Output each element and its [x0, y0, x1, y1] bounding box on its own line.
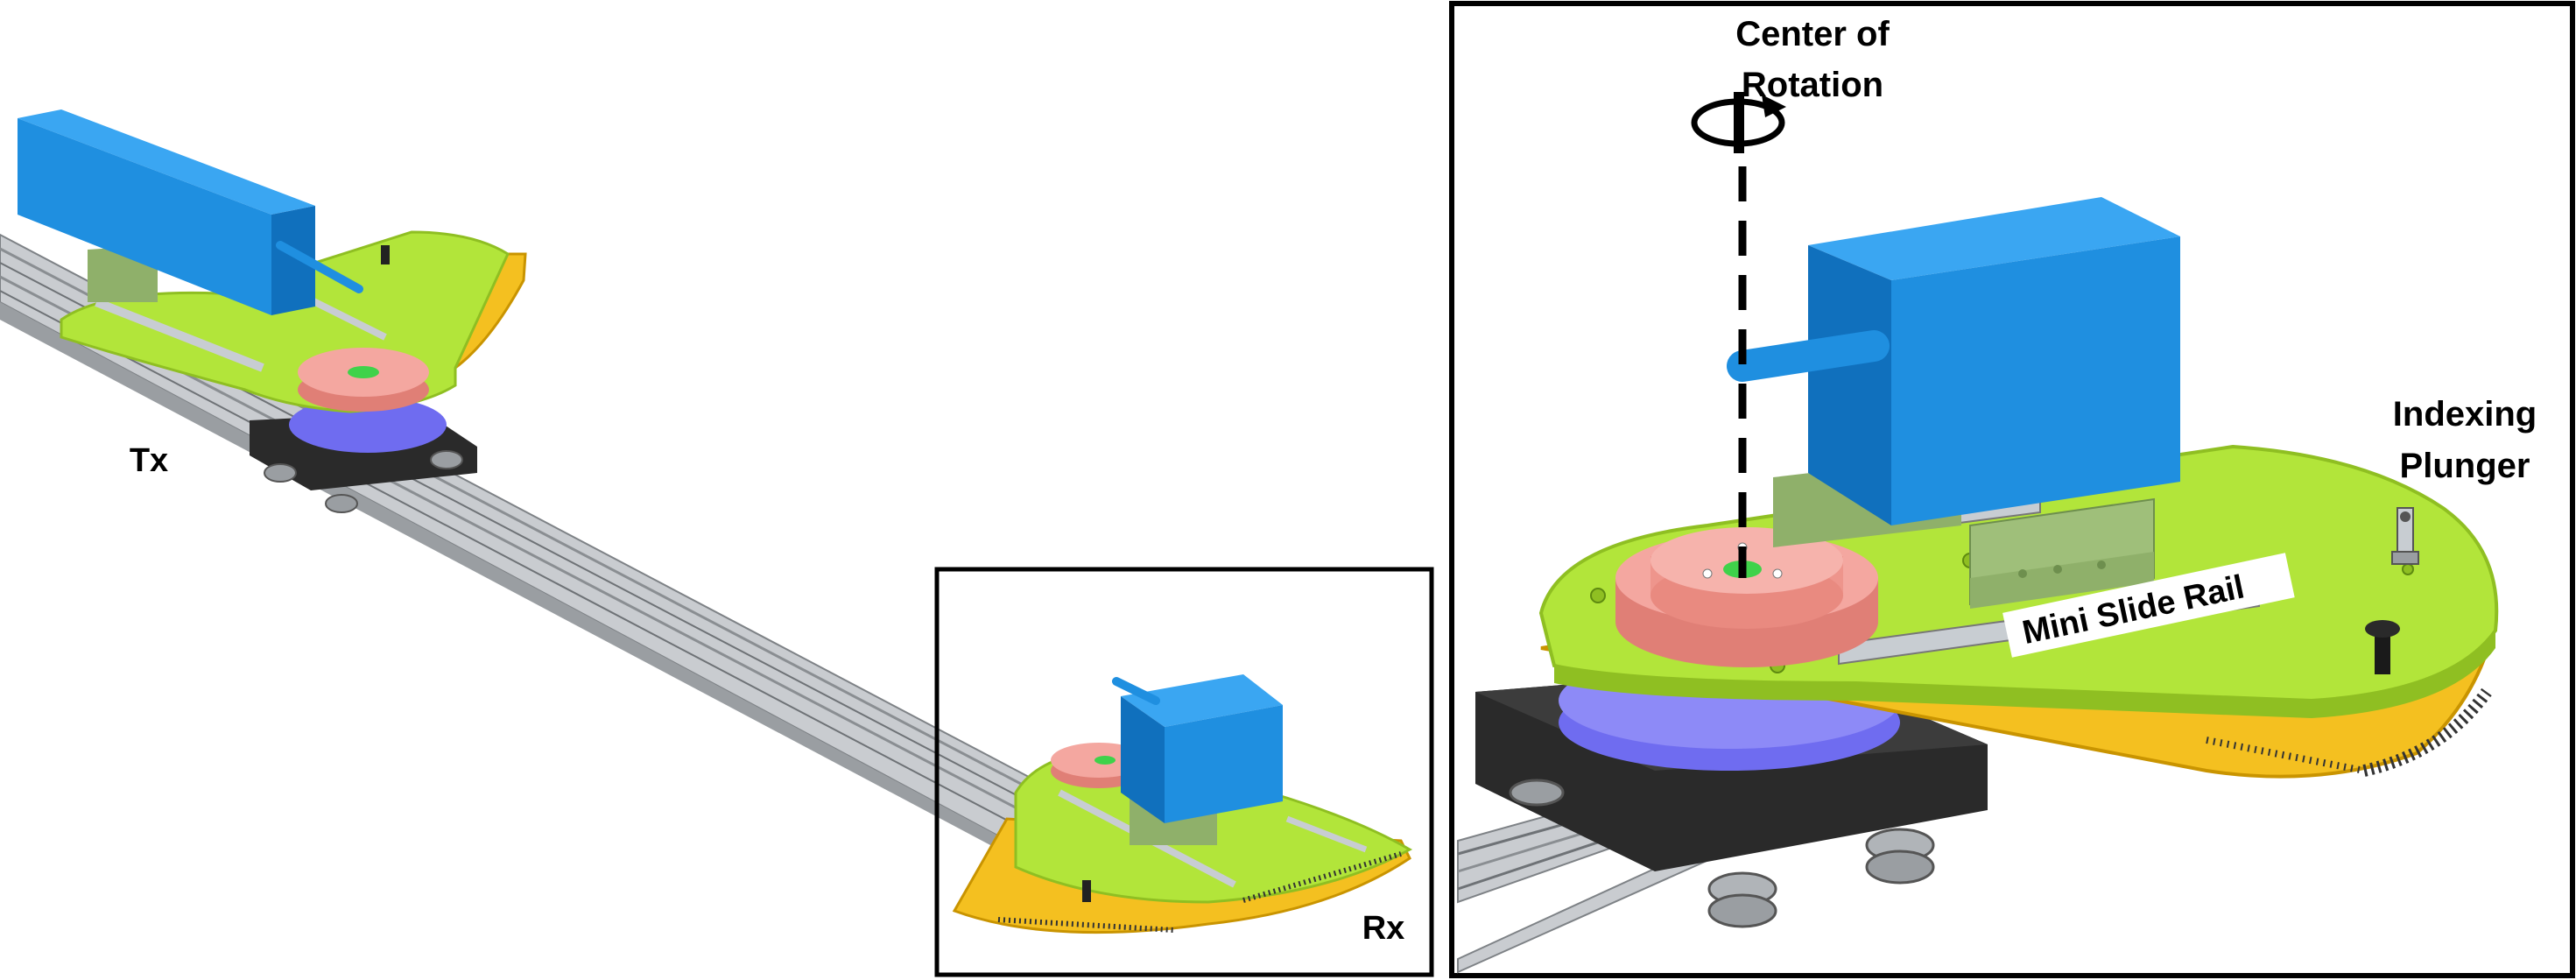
indexing-plunger — [2391, 507, 2419, 565]
rx-inset-frame — [934, 567, 1434, 977]
rx-box-top — [1121, 674, 1283, 727]
rotation-arrow-icon — [1691, 92, 1786, 153]
tx-assembly — [18, 109, 527, 513]
tx-label: Tx — [130, 442, 168, 479]
detail-rotary-stage — [1615, 527, 1878, 667]
tx-box-front — [18, 118, 271, 315]
center-of-rotation-label-line2: Rotation — [1742, 66, 1883, 104]
antenna-rod — [1727, 330, 1890, 382]
roller-wheels — [1509, 779, 1935, 928]
center-of-rotation-label-line1: Center of — [1735, 15, 1890, 53]
detail-assembly — [1457, 166, 2499, 974]
detail-view-frame — [1449, 1, 2575, 978]
rx-box-front — [1165, 705, 1283, 823]
rx-assembly — [952, 674, 1413, 934]
detail-box — [1808, 197, 2180, 525]
rx-label: Rx — [1362, 910, 1405, 947]
indexing-plunger-label-line2: Plunger — [2400, 447, 2530, 485]
tx-box-top — [18, 109, 315, 215]
locking-knob — [2365, 620, 2400, 674]
indexing-plunger-label-line1: Indexing — [2393, 395, 2537, 434]
